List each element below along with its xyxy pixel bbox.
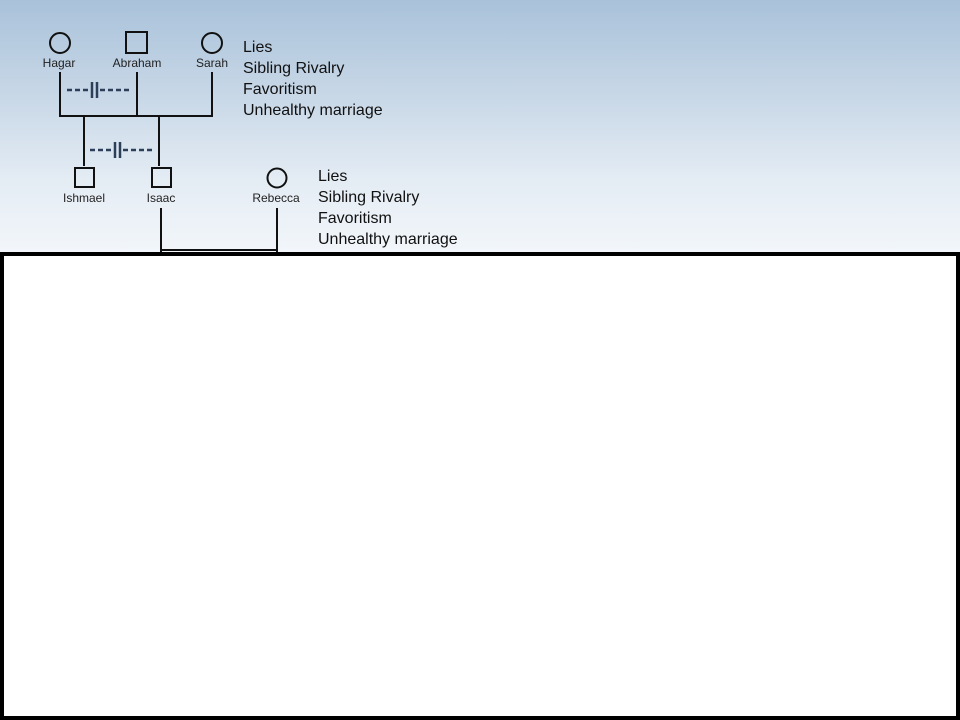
generation-1-children-lines (83, 116, 160, 166)
trait-item: Lies (318, 168, 348, 185)
sarah-label: Sarah (196, 56, 228, 70)
trait-item: Unhealthy marriage (318, 231, 458, 248)
trait-item: Sibling Rivalry (318, 189, 420, 206)
trait-item: Favoritism (243, 81, 317, 98)
generation-2-traits: Lies Sibling Rivalry Favoritism Unhealth… (318, 166, 458, 250)
trait-item: Lies (243, 39, 273, 56)
generation-1-traits: Lies Sibling Rivalry Favoritism Unhealth… (243, 37, 383, 121)
trait-item: Sibling Rivalry (243, 60, 345, 77)
rebecca-female-symbol (266, 167, 288, 189)
abraham-label: Abraham (113, 56, 162, 70)
isaac-male-symbol (151, 167, 172, 188)
trait-item: Favoritism (318, 210, 392, 227)
trait-item: Unhealthy marriage (243, 102, 383, 119)
hagar-abraham-conflict-line (67, 82, 129, 98)
ishmael-isaac-conflict-line (90, 142, 152, 158)
isaac-label: Isaac (147, 191, 176, 205)
hagar-female-symbol (49, 32, 71, 54)
blank-overlay-panel (0, 252, 960, 720)
sarah-female-symbol (201, 32, 223, 54)
rebecca-label: Rebecca (252, 191, 300, 205)
generation-1-union (59, 72, 213, 117)
genogram-diagram: Hagar Abraham Sarah (43, 31, 300, 260)
generation-2-union (160, 208, 278, 260)
ishmael-male-symbol (74, 167, 95, 188)
ishmael-label: Ishmael (63, 191, 105, 205)
abraham-male-symbol (125, 31, 148, 54)
hagar-label: Hagar (43, 56, 76, 70)
